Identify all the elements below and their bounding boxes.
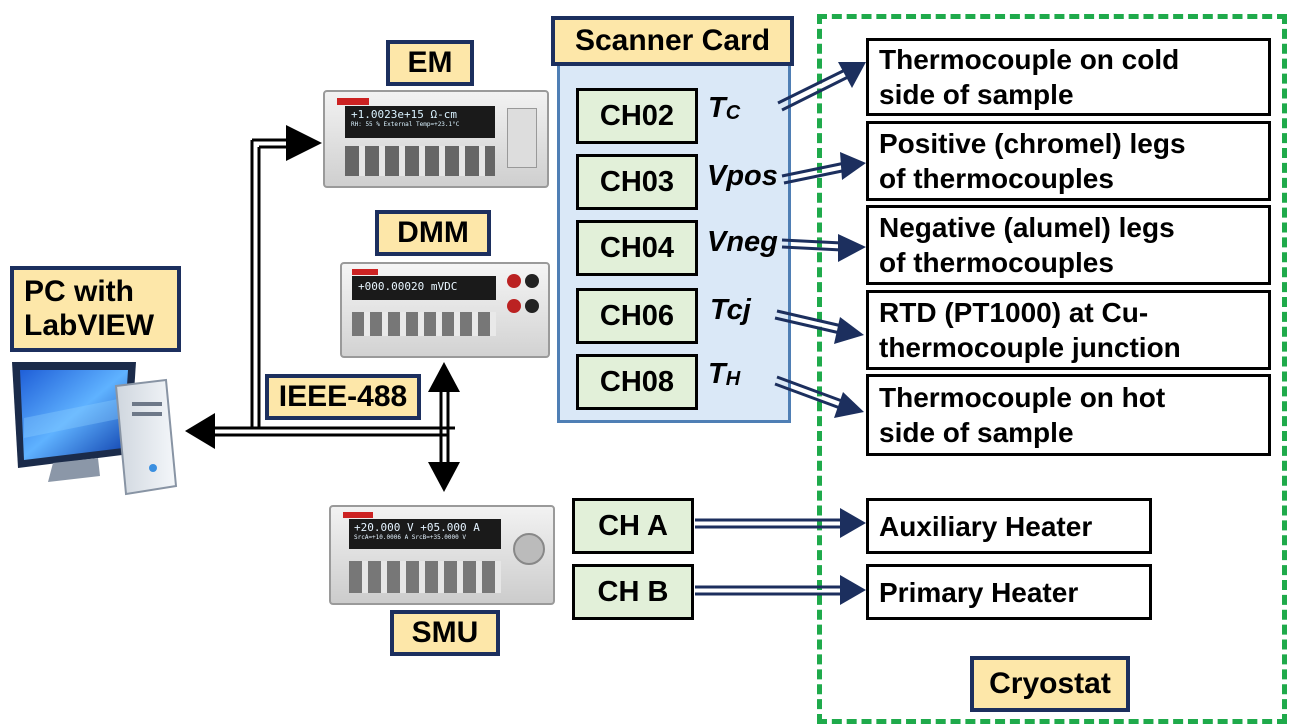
smu-brand	[343, 512, 373, 518]
em-label: EM	[386, 40, 474, 86]
description-ch04-line1: Negative (alumel) legs	[879, 212, 1175, 243]
pc-icon	[8, 358, 183, 500]
smu-display-line2: SrcA=+10.0006 A SrcB=+35.0000 V	[354, 534, 466, 541]
em-keypad	[345, 146, 495, 176]
description-ch06-line1: RTD (PT1000) at Cu-	[879, 297, 1149, 328]
signal-vpos: Vpos	[707, 160, 778, 193]
dmm-label: DMM	[375, 210, 491, 256]
description-negative-legs: Negative (alumel) legs of thermocouples	[866, 205, 1271, 285]
channel-ch03-label: CH03	[599, 165, 675, 198]
dmm-display: +000.00020 mVDC	[352, 276, 496, 300]
cryostat-label-text: Cryostat	[989, 667, 1111, 700]
description-ch06-line2: thermocouple junction	[879, 332, 1181, 363]
pc-label-line2: LabVIEW	[24, 309, 155, 342]
signal-tc: TC	[708, 92, 740, 125]
signal-tcj-text: Tcj	[710, 294, 751, 326]
smu-instrument: +20.000 V +05.000 A SrcA=+10.0006 A SrcB…	[329, 505, 555, 605]
dmm-display-text: +000.00020 mVDC	[358, 280, 458, 293]
channel-ch04: CH04	[576, 220, 698, 276]
signal-th-subscript: H	[725, 368, 741, 390]
em-terminals	[507, 108, 537, 168]
smu-display-line1: +20.000 V +05.000 A	[354, 521, 480, 534]
pc-label: PC with LabVIEW	[10, 266, 181, 352]
electrometer-instrument: +1.0023e+15 Ω-cm RH: 55 % External Temp=…	[323, 90, 549, 188]
description-ch02-line2: side of sample	[879, 79, 1074, 110]
auxiliary-heater-box: Auxiliary Heater	[866, 498, 1152, 554]
scanner-card-label-text: Scanner Card	[574, 24, 771, 57]
signal-vpos-text: Vpos	[707, 160, 778, 192]
signal-th: TH	[708, 358, 740, 391]
signal-th-main: T	[708, 358, 726, 390]
description-hot-side-thermocouple: Thermocouple on hot side of sample	[866, 374, 1271, 456]
smu-display: +20.000 V +05.000 A SrcA=+10.0006 A SrcB…	[349, 519, 501, 549]
dmm-keypad	[352, 312, 496, 336]
signal-vneg-text: Vneg	[707, 226, 778, 258]
channel-ch08-label: CH08	[599, 365, 675, 398]
channel-ch-b-label: CH B	[597, 575, 669, 608]
channel-ch03: CH03	[576, 154, 698, 210]
smu-label-text: SMU	[411, 616, 479, 649]
channel-ch-b: CH B	[572, 564, 694, 620]
signal-tcj: Tcj	[710, 294, 751, 327]
primary-heater-box: Primary Heater	[866, 564, 1152, 620]
channel-ch04-label: CH04	[599, 231, 675, 264]
em-label-text: EM	[407, 46, 453, 79]
dmm-input-jacks	[507, 274, 543, 330]
signal-tc-main: T	[708, 92, 726, 124]
ieee-488-label-text: IEEE-488	[278, 380, 408, 413]
channel-ch06-label: CH06	[599, 299, 675, 332]
description-ch04-line2: of thermocouples	[879, 247, 1114, 278]
smu-keypad	[349, 561, 501, 593]
dmm-instrument: +000.00020 mVDC	[340, 262, 550, 358]
primary-heater-text: Primary Heater	[879, 576, 1079, 608]
description-cold-side-thermocouple: Thermocouple on cold side of sample	[866, 38, 1271, 116]
description-ch08-line1: Thermocouple on hot	[879, 382, 1166, 413]
signal-vneg: Vneg	[707, 226, 778, 259]
smu-navigation-wheel	[513, 533, 545, 565]
channel-ch-a-label: CH A	[598, 509, 668, 542]
ieee-488-label: IEEE-488	[265, 374, 421, 420]
smu-label: SMU	[390, 610, 500, 656]
description-positive-legs: Positive (chromel) legs of thermocouples	[866, 121, 1271, 201]
cryostat-region	[817, 14, 1287, 724]
dmm-brand	[352, 269, 378, 275]
cryostat-label: Cryostat	[970, 656, 1130, 712]
description-ch03-line2: of thermocouples	[879, 163, 1114, 194]
description-ch03-line1: Positive (chromel) legs	[879, 128, 1186, 159]
auxiliary-heater-text: Auxiliary Heater	[879, 510, 1093, 542]
signal-tc-subscript: C	[725, 102, 741, 124]
channel-ch02: CH02	[576, 88, 698, 144]
channel-ch08: CH08	[576, 354, 698, 410]
em-brand	[337, 98, 369, 105]
em-display: +1.0023e+15 Ω-cm RH: 55 % External Temp=…	[345, 106, 495, 138]
channel-ch02-label: CH02	[599, 99, 675, 132]
pc-label-line1: PC with	[24, 275, 134, 309]
scanner-card-label: Scanner Card	[551, 16, 794, 66]
channel-ch-a: CH A	[572, 498, 694, 554]
channel-ch06: CH06	[576, 288, 698, 344]
description-rtd: RTD (PT1000) at Cu- thermocouple junctio…	[866, 290, 1271, 370]
description-ch08-line2: side of sample	[879, 417, 1074, 448]
description-ch02-line1: Thermocouple on cold	[879, 44, 1180, 75]
dmm-label-text: DMM	[397, 216, 469, 249]
em-display-line2: RH: 55 % External Temp=+23.1°C	[351, 121, 460, 128]
em-display-line1: +1.0023e+15 Ω-cm	[351, 108, 457, 121]
